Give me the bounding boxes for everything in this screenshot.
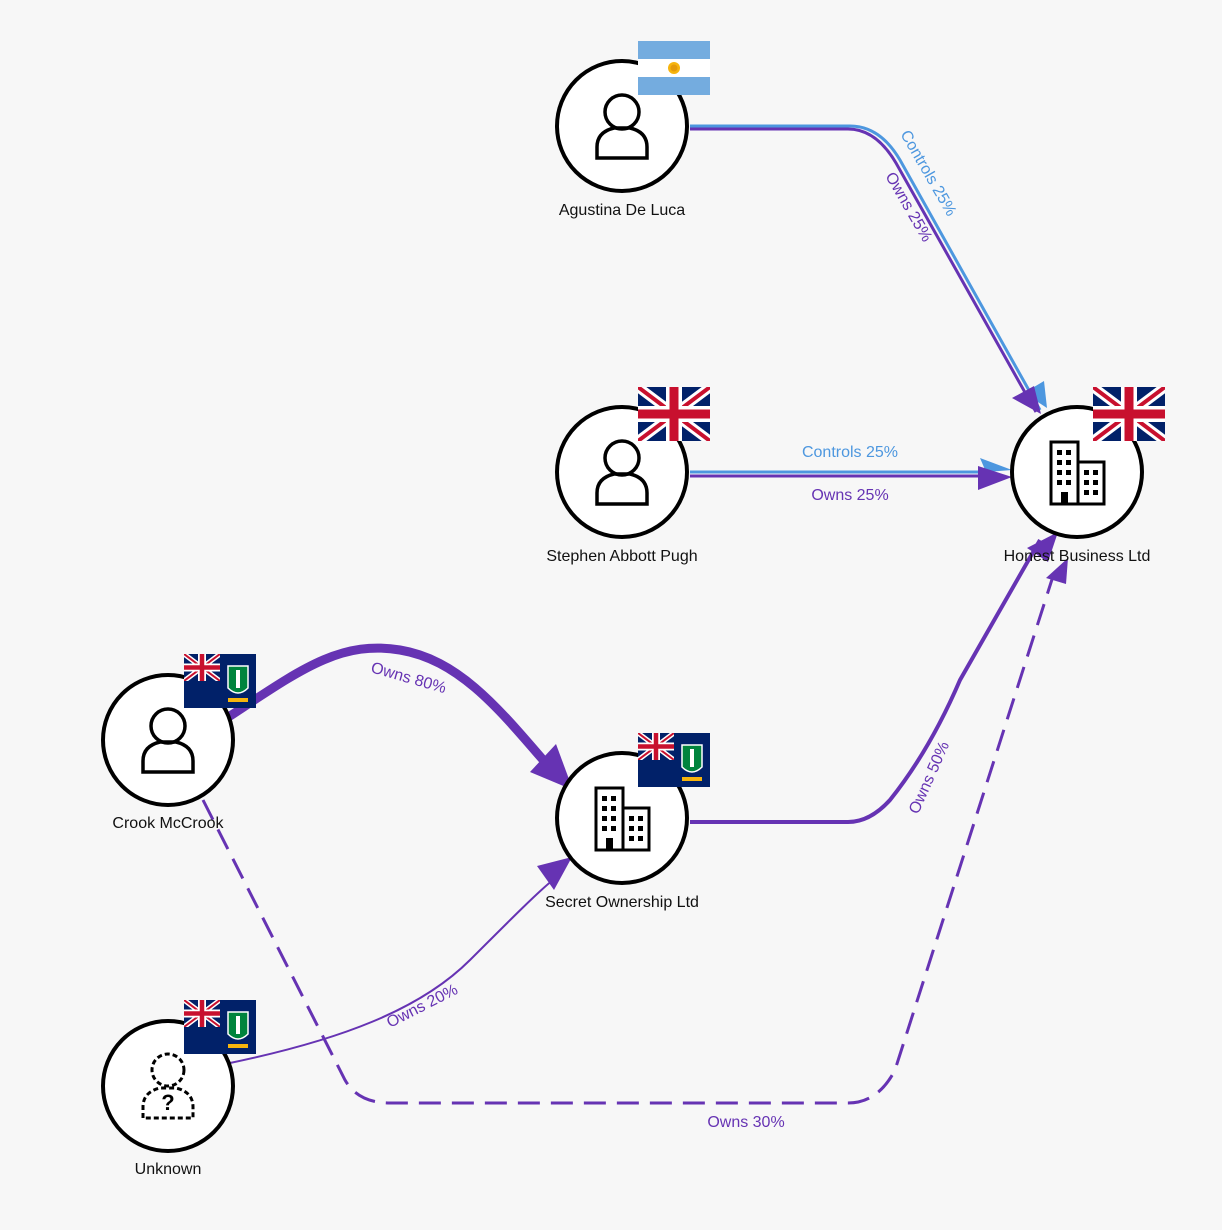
node-agustina[interactable]: Agustina De Luca [555,41,710,219]
edge-crook-secret[interactable] [225,643,555,773]
person-icon [595,93,649,160]
node-crook[interactable]: Crook McCrook [101,654,256,832]
edge-unknown-secret[interactable] [229,879,554,1064]
arrowhead-stephen-owns [978,466,1012,490]
edge-labels: Controls 25% Owns 25% Controls 25% Owns … [369,128,959,1132]
node-honest[interactable]: Honest Business Ltd [1004,387,1165,565]
node-secret[interactable]: Secret Ownership Ltd [545,733,710,911]
bvi-flag [184,1000,256,1054]
node-label: Honest Business Ltd [1004,548,1151,565]
person-icon [595,439,649,506]
bvi-flag [184,654,256,708]
arrowhead-crook-honest [1046,558,1068,584]
arrowhead-crook-secret [530,744,573,790]
arrowhead-stephen-controls [980,458,1012,472]
edge-crook-honest[interactable] [201,569,1057,1105]
building-icon [1049,440,1106,506]
edge-label-stephen-controls: Controls 25% [802,444,898,461]
svg-text:?: ? [161,1090,174,1115]
unknown-person-icon: ? [141,1052,195,1120]
node-stephen[interactable]: Stephen Abbott Pugh [546,387,710,565]
argentina-flag [638,41,710,95]
edge-label-secret-honest: Owns 50% [906,739,953,817]
bvi-flag [638,733,710,787]
uk-flag [1093,387,1165,441]
edge-label-unknown-secret: Owns 20% [384,981,461,1031]
node-label: Crook McCrook [112,815,224,832]
node-label: Unknown [135,1161,202,1178]
person-icon [141,707,195,774]
node-label: Secret Ownership Ltd [545,894,699,911]
node-unknown[interactable]: ? Unknown [101,1000,256,1178]
arrowhead-unknown-secret [537,857,572,890]
arrowhead-agustina-owns [1012,386,1041,414]
edges [201,124,1068,1105]
arrowhead-secret-honest [1027,532,1058,562]
uk-flag [638,387,710,441]
edge-secret-honest[interactable] [690,539,1042,824]
edge-agustina-controls[interactable] [690,124,1042,411]
edge-label-stephen-owns: Owns 25% [811,487,888,504]
building-icon [594,786,651,852]
node-label: Stephen Abbott Pugh [546,548,697,565]
edge-label-crook-honest: Owns 30% [707,1114,784,1131]
node-label: Agustina De Luca [559,202,685,219]
edge-agustina-owns[interactable] [690,127,1038,413]
